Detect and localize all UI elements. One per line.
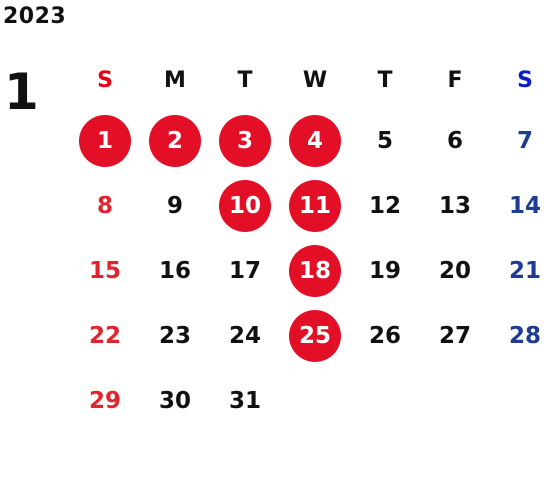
day-number: 24 (228, 322, 261, 349)
day-number: 8 (96, 192, 113, 219)
day-cell[interactable]: 11 (280, 173, 350, 238)
day-number: 6 (446, 127, 463, 154)
day-cell[interactable]: 20 (420, 238, 490, 303)
day-number: 25 (289, 309, 341, 362)
weekday-header-saturday: S (517, 68, 533, 93)
day-number: 12 (368, 192, 401, 219)
day-number: 28 (508, 322, 541, 349)
day-number: 18 (289, 244, 341, 297)
day-cell[interactable]: 12 (350, 173, 420, 238)
day-number: 7 (516, 127, 533, 154)
day-cell[interactable]: 27 (420, 303, 490, 368)
day-cell[interactable]: 13 (420, 173, 490, 238)
day-number: 31 (228, 387, 261, 414)
day-cell[interactable]: 24 (210, 303, 280, 368)
weekday-header-wednesday: W (302, 68, 328, 93)
day-number: 3 (219, 114, 271, 167)
day-number (499, 375, 548, 427)
day-cell[interactable]: 9 (140, 173, 210, 238)
day-cell[interactable]: 19 (350, 238, 420, 303)
day-cell[interactable]: 4 (280, 108, 350, 173)
day-number: 11 (289, 179, 341, 232)
day-cell[interactable]: 23 (140, 303, 210, 368)
day-cell[interactable]: 8 (70, 173, 140, 238)
day-cell[interactable]: 29 (70, 368, 140, 433)
day-cell[interactable]: 18 (280, 238, 350, 303)
day-cell[interactable]: 14 (490, 173, 548, 238)
month-number: 1 (4, 63, 39, 121)
day-number: 19 (368, 257, 401, 284)
day-number: 29 (88, 387, 121, 414)
weekday-header-monday: M (164, 68, 186, 93)
day-number: 13 (438, 192, 471, 219)
day-number: 16 (158, 257, 191, 284)
day-number: 23 (158, 322, 191, 349)
day-cell[interactable]: 15 (70, 238, 140, 303)
day-cell[interactable]: 17 (210, 238, 280, 303)
day-number (289, 375, 341, 427)
day-cell[interactable]: 3 (210, 108, 280, 173)
day-cell[interactable]: 1 (70, 108, 140, 173)
empty-day-cell (490, 368, 548, 433)
day-cell[interactable]: 16 (140, 238, 210, 303)
day-number: 9 (166, 192, 183, 219)
day-number: 15 (88, 257, 121, 284)
empty-day-cell (350, 368, 420, 433)
day-number: 30 (158, 387, 191, 414)
day-number: 20 (438, 257, 471, 284)
weekday-header-friday: F (447, 68, 463, 93)
empty-day-cell (280, 368, 350, 433)
day-number: 10 (219, 179, 271, 232)
day-cell[interactable]: 26 (350, 303, 420, 368)
year-label: 2023 (3, 4, 67, 29)
day-number (429, 375, 481, 427)
day-cell[interactable]: 25 (280, 303, 350, 368)
day-cell[interactable]: 10 (210, 173, 280, 238)
day-number: 22 (88, 322, 121, 349)
weekday-header-sunday: S (97, 68, 113, 93)
day-cell[interactable]: 7 (490, 108, 548, 173)
calendar-grid: S M T W T F S 1 2 3 4 5 6 7 8 9 10 11 12… (70, 53, 548, 433)
day-cell[interactable]: 2 (140, 108, 210, 173)
day-cell[interactable]: 22 (70, 303, 140, 368)
day-number: 21 (508, 257, 541, 284)
weekday-header-thursday: T (377, 68, 393, 93)
empty-day-cell (420, 368, 490, 433)
day-cell[interactable]: 28 (490, 303, 548, 368)
day-cell[interactable]: 5 (350, 108, 420, 173)
day-number: 5 (376, 127, 393, 154)
day-number: 26 (368, 322, 401, 349)
day-number: 17 (228, 257, 261, 284)
day-number: 27 (438, 322, 471, 349)
day-number: 4 (289, 114, 341, 167)
weekday-header-tuesday: T (237, 68, 253, 93)
day-cell[interactable]: 6 (420, 108, 490, 173)
day-number: 2 (149, 114, 201, 167)
day-cell[interactable]: 21 (490, 238, 548, 303)
day-cell[interactable]: 30 (140, 368, 210, 433)
day-number: 1 (79, 114, 131, 167)
day-number: 14 (508, 192, 541, 219)
day-cell[interactable]: 31 (210, 368, 280, 433)
day-number (359, 375, 411, 427)
